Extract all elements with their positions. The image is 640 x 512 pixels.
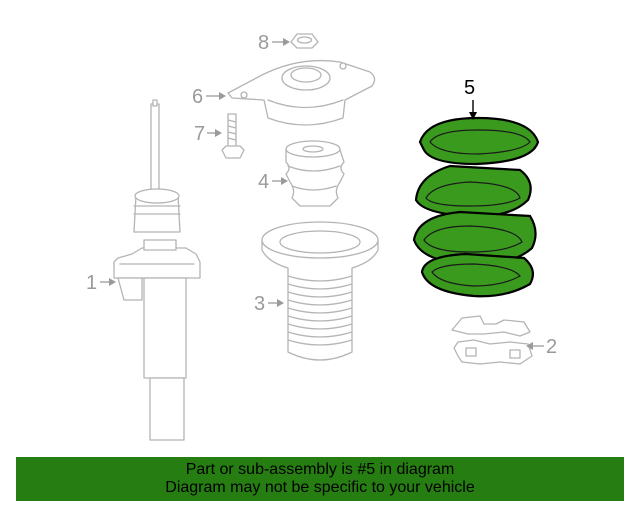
- label-part-7: 7: [194, 123, 205, 145]
- info-banner: Part or sub-assembly is #5 in diagram Di…: [16, 457, 624, 501]
- arrow-part-7: [207, 129, 222, 137]
- banner-line-2: Diagram may not be specific to your vehi…: [165, 479, 475, 496]
- label-part-4: 4: [258, 171, 269, 193]
- part-2-spring-seat[interactable]: [451, 315, 533, 365]
- part-7-bolt[interactable]: [221, 113, 245, 159]
- label-part-3: 3: [254, 293, 265, 315]
- arrow-part-6: [206, 92, 226, 100]
- arrow-part-5: [469, 100, 477, 120]
- arrow-part-4: [272, 177, 288, 185]
- banner-line-1: Part or sub-assembly is #5 in diagram: [185, 461, 455, 478]
- label-part-8: 8: [258, 32, 269, 54]
- label-part-6: 6: [192, 86, 203, 108]
- arrow-part-2: [526, 342, 544, 350]
- part-8-nut[interactable]: [290, 33, 319, 49]
- part-4-bump-stop[interactable]: [285, 140, 345, 207]
- arrow-part-1: [100, 278, 116, 286]
- part-6-strut-mount[interactable]: [227, 59, 376, 126]
- label-part-5: 5: [464, 77, 475, 99]
- part-5-coil-spring[interactable]: [412, 116, 540, 298]
- parts-diagram: 8 6 7 4: [86, 32, 557, 441]
- label-part-2: 2: [546, 336, 557, 358]
- label-part-1: 1: [86, 272, 97, 294]
- part-1-strut[interactable]: [113, 99, 201, 441]
- arrow-part-3: [268, 299, 284, 307]
- part-3-dust-boot[interactable]: [261, 221, 379, 361]
- arrow-part-8: [272, 38, 290, 46]
